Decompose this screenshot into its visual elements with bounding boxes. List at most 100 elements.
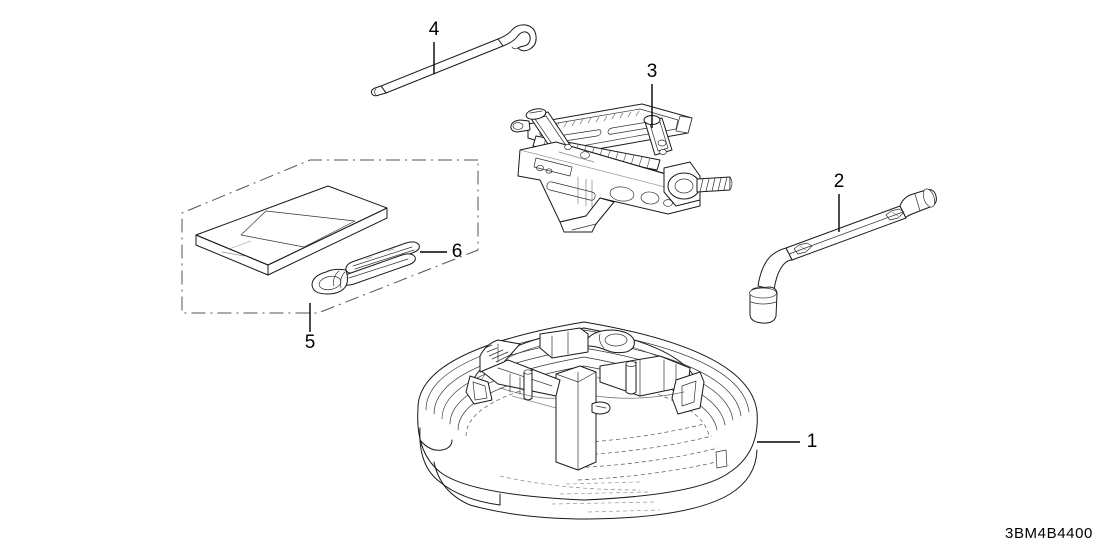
strap-roll-lower-crease bbox=[348, 258, 409, 279]
tray-inner-rim-hidden-6 bbox=[499, 475, 641, 491]
rod-hook-tip bbox=[511, 46, 519, 50]
wrench-collar-upper-tick bbox=[891, 211, 899, 217]
jack-screw-threads bbox=[699, 176, 728, 193]
tray-inner-rim-hidden-5 bbox=[577, 461, 717, 481]
wrench-collar-mid-tick bbox=[799, 245, 807, 251]
jack-base-rib-a bbox=[533, 157, 573, 177]
mat-crease bbox=[221, 251, 245, 257]
strap-roll-upper-crease bbox=[352, 246, 413, 267]
mat-inner-panel bbox=[240, 210, 356, 248]
strap-stitch-a bbox=[365, 256, 373, 260]
tray-strap-loop-fold bbox=[599, 333, 605, 349]
part-tie-down-strap bbox=[311, 241, 420, 295]
callout-6: 6 bbox=[420, 241, 462, 262]
jack-screw-end bbox=[729, 176, 733, 191]
tray-serration-left bbox=[484, 344, 513, 363]
rod-shaft bbox=[380, 38, 504, 94]
tray-strap-loop-hole bbox=[604, 333, 628, 347]
tray-bracket-right-inner bbox=[681, 380, 697, 407]
tray-wall-upper-left bbox=[479, 339, 521, 373]
jack-top-rail-inner bbox=[539, 108, 679, 148]
tray-floor-line-a bbox=[499, 387, 557, 399]
part-tool-mat-board bbox=[181, 159, 479, 314]
jack-center-rivet bbox=[580, 151, 590, 159]
part-jack-handle-hook-rod bbox=[370, 24, 537, 97]
tray-post-a bbox=[625, 361, 637, 395]
tray-front-latch bbox=[591, 401, 611, 415]
mat-edge-right bbox=[267, 207, 388, 276]
jack-base-hole-b bbox=[640, 191, 660, 205]
wrench-socket-upper-band bbox=[914, 193, 921, 212]
tray-center-column-top bbox=[555, 371, 597, 383]
callout-2-label: 2 bbox=[834, 171, 845, 192]
jack-fastener-a bbox=[657, 139, 667, 147]
jack-center-rivet-2 bbox=[564, 144, 572, 150]
rod-left-tip-detail bbox=[374, 88, 377, 96]
jack-rail-endcap bbox=[675, 115, 693, 134]
wrench-socket-lower-band bbox=[750, 301, 777, 305]
mat-fold-line bbox=[228, 240, 252, 250]
strap-loop-fold2 bbox=[340, 271, 346, 289]
tray-floor-line-c bbox=[511, 395, 557, 409]
strap-loop-fold bbox=[333, 270, 340, 287]
tray-post-b bbox=[523, 369, 533, 401]
tray-ring-5 bbox=[457, 365, 718, 431]
part-spare-tire-tool-tray bbox=[417, 321, 758, 520]
wrench-socket-lower-rim bbox=[749, 287, 777, 299]
tray-floor-line-b bbox=[595, 391, 685, 399]
jack-left-ear-hole bbox=[512, 122, 524, 130]
rod-hook-lower bbox=[502, 31, 531, 49]
tray-skirt-bottom bbox=[433, 449, 758, 520]
callout-4: 4 bbox=[429, 19, 440, 74]
callout-4-label: 4 bbox=[429, 19, 440, 40]
tray-inner-rim-hidden-2 bbox=[559, 423, 705, 445]
jack-fastener-b bbox=[659, 149, 667, 155]
tray-bracket-left bbox=[465, 375, 493, 405]
callout-3: 3 bbox=[647, 61, 658, 128]
strap-roll-upper bbox=[345, 241, 420, 274]
tray-skirt-left-notch bbox=[419, 439, 453, 451]
wrench-collar-mid bbox=[793, 242, 813, 255]
tray-wall-top-center bbox=[539, 327, 589, 359]
wrench-socket-upper-rim bbox=[922, 188, 936, 208]
part-wheel-lug-wrench bbox=[749, 188, 937, 324]
phantom-outline bbox=[181, 159, 479, 314]
drawing-part-number: 3BM4B4400 bbox=[1005, 525, 1093, 542]
callout-2: 2 bbox=[834, 171, 845, 232]
mat-top-face bbox=[195, 185, 388, 266]
callout-5-label: 5 bbox=[305, 332, 316, 353]
strap-roll-upper-crease2 bbox=[354, 249, 415, 270]
callout-3-label: 3 bbox=[647, 61, 658, 82]
strap-stitch-b bbox=[387, 248, 395, 252]
jack-right-pivot-inner bbox=[674, 178, 694, 194]
tray-center-column bbox=[555, 365, 597, 471]
tray-post-a-top bbox=[625, 361, 637, 367]
part-scissor-jack bbox=[510, 103, 733, 233]
callout-1: 1 bbox=[757, 431, 817, 452]
tray-ring-1 bbox=[425, 329, 750, 413]
wrench-elbow bbox=[757, 247, 793, 291]
mat-edge-front bbox=[195, 234, 269, 276]
callout-layer: 1 2 3 4 5 6 bbox=[305, 19, 845, 452]
callout-5: 5 bbox=[305, 303, 316, 353]
callout-1-label: 1 bbox=[807, 431, 818, 452]
wrench-collar-upper bbox=[885, 208, 905, 221]
jack-base-slot-long bbox=[546, 181, 596, 201]
tray-inner-rim-hidden-3 bbox=[565, 435, 713, 457]
rod-hook-upper bbox=[497, 24, 537, 52]
tray-inner-rim-hidden-4 bbox=[571, 447, 719, 469]
jack-base-rib-b bbox=[558, 151, 595, 163]
tray-skirt bbox=[419, 427, 501, 506]
wrench-shaft-ridge bbox=[788, 211, 904, 255]
tray-side-tab bbox=[715, 449, 728, 469]
tray-post-b-top bbox=[523, 369, 533, 375]
jack-foot-fold bbox=[571, 223, 597, 231]
tray-front-latch-slot bbox=[595, 405, 607, 409]
tray-bracket-left-inner bbox=[472, 381, 488, 401]
tray-ring-4 bbox=[449, 356, 726, 426]
jack-foot bbox=[559, 197, 615, 233]
jack-left-pin-inner bbox=[529, 110, 543, 114]
tray-skirt-texture bbox=[551, 481, 661, 513]
